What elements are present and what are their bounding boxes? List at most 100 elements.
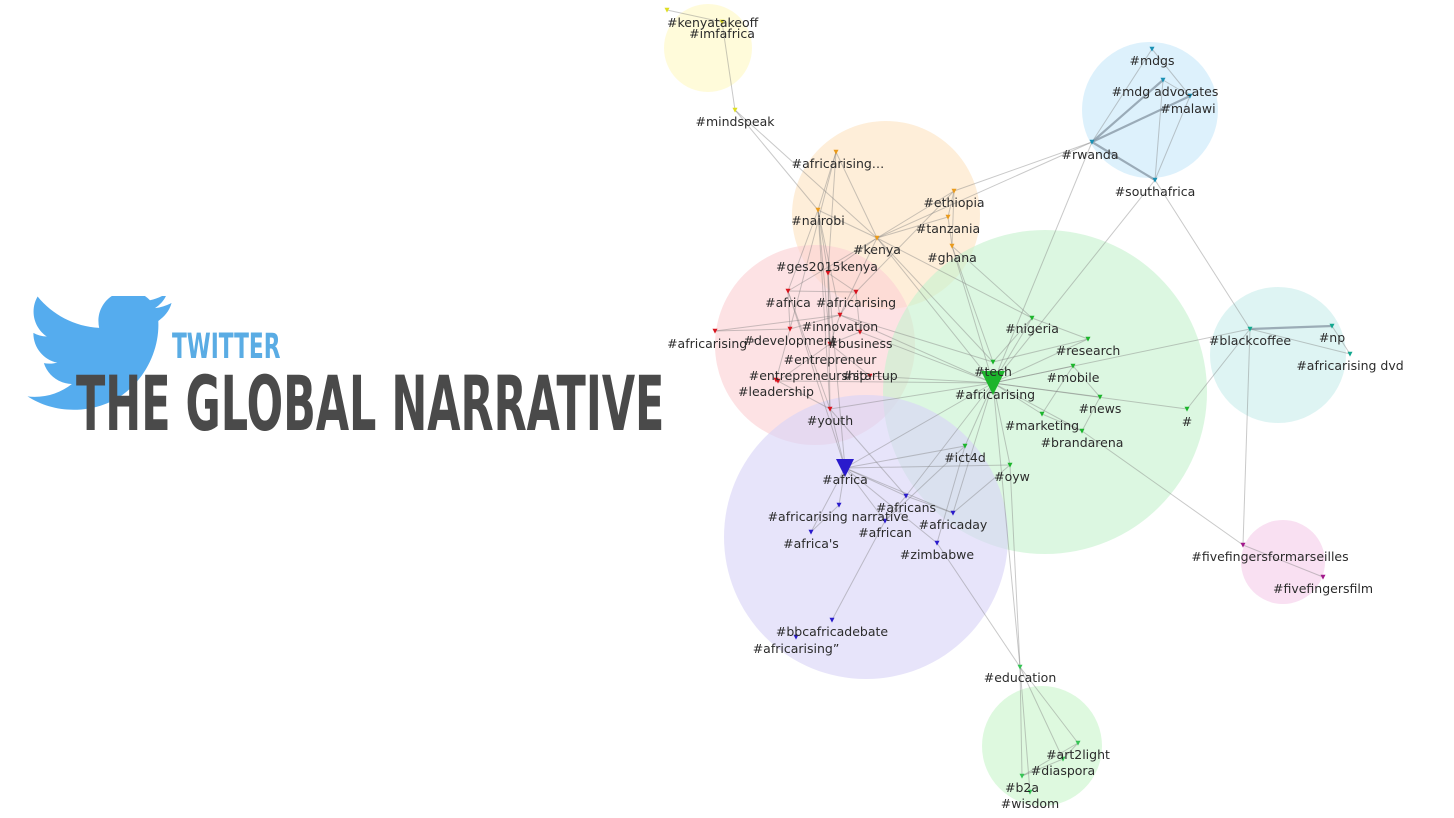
node-np[interactable] bbox=[1329, 323, 1335, 329]
edge-oyw-education bbox=[1009, 464, 1021, 668]
node-tech[interactable] bbox=[990, 359, 996, 365]
node-education[interactable] bbox=[1017, 664, 1023, 670]
node-label-mindspeak: #mindspeak bbox=[695, 114, 775, 129]
node-label-blackcoffee: #blackcoffee bbox=[1209, 333, 1291, 348]
node-mdgs[interactable] bbox=[1149, 46, 1155, 52]
edge-mdgadvocates-rwanda bbox=[1091, 79, 1164, 143]
node-kenyatakeoff[interactable] bbox=[664, 7, 670, 13]
node-entrepreneur[interactable] bbox=[827, 341, 833, 347]
node-label-ghana: #ghana bbox=[927, 250, 977, 265]
edge-mindspeak-nairobi bbox=[734, 109, 819, 211]
node-malawi[interactable] bbox=[1187, 93, 1193, 99]
edge-mdgadvocates-malawi bbox=[1162, 79, 1191, 97]
node-ges2015kenya[interactable] bbox=[825, 270, 831, 276]
node-startup[interactable] bbox=[867, 373, 873, 379]
node-label-africaday: #africaday bbox=[919, 517, 988, 532]
node-label-african: #african bbox=[858, 525, 912, 540]
node-kenya[interactable] bbox=[874, 235, 880, 241]
node-africarising_r[interactable] bbox=[853, 289, 859, 295]
node-africas[interactable] bbox=[808, 529, 814, 535]
cluster-yellow bbox=[664, 4, 752, 92]
edge-nairobi-entrepreneur bbox=[817, 209, 831, 345]
node-label-np: #np bbox=[1319, 330, 1345, 345]
node-fivefingersfilm[interactable] bbox=[1320, 574, 1326, 580]
edge-kenya-ethiopia bbox=[876, 190, 955, 239]
edge-ghana-nigeria bbox=[951, 245, 1033, 319]
node-ict4d[interactable] bbox=[962, 443, 968, 449]
edge-education-diaspora bbox=[1019, 666, 1064, 760]
edge-business-entrepreneur bbox=[829, 331, 861, 345]
edge-hash-africarising_g bbox=[992, 382, 1188, 410]
node-wisdom[interactable] bbox=[1027, 789, 1033, 795]
node-africaday[interactable] bbox=[950, 510, 956, 516]
node-youth[interactable] bbox=[827, 406, 833, 412]
node-label-africarising_dq: #africarising” bbox=[753, 641, 840, 656]
edge-ict4d-africa_p bbox=[844, 445, 966, 469]
edge-kenya-nigeria bbox=[876, 237, 1033, 319]
edge-marketing-africarising_g bbox=[992, 382, 1043, 415]
edge-ges2015kenya-youth bbox=[827, 272, 831, 410]
edge-news-africarising_g bbox=[992, 382, 1101, 398]
node-label-startup: #startup bbox=[842, 368, 898, 383]
node-business[interactable] bbox=[857, 329, 863, 335]
edge-african-bbcafricadebate bbox=[831, 520, 886, 621]
edge-africarising_ell-kenya bbox=[835, 151, 878, 239]
node-label-diaspora: #diaspora bbox=[1031, 763, 1095, 778]
node-label-africans: #africans bbox=[876, 500, 936, 515]
node-southafrica[interactable] bbox=[1152, 177, 1158, 183]
node-oyw[interactable] bbox=[1007, 462, 1013, 468]
node-tanzania[interactable] bbox=[945, 214, 951, 220]
node-nairobi[interactable] bbox=[815, 207, 821, 213]
node-brandarena[interactable] bbox=[1079, 428, 1085, 434]
node-b2a[interactable] bbox=[1019, 773, 1025, 779]
edge-fivefingersformarseilles-fivefingersfilm bbox=[1242, 544, 1324, 578]
edge-africa_r-africarising_r bbox=[787, 290, 857, 293]
node-label-africas: #africa's bbox=[783, 536, 839, 551]
node-ghana[interactable] bbox=[949, 243, 955, 249]
node-leadership[interactable] bbox=[773, 377, 779, 383]
edge-africa_p-zimbabwe bbox=[844, 467, 938, 544]
node-label-art2light: #art2light bbox=[1046, 747, 1110, 762]
node-hash[interactable] bbox=[1184, 406, 1190, 412]
node-african[interactable] bbox=[882, 518, 888, 524]
node-africarising_ell[interactable] bbox=[833, 149, 839, 155]
node-africa_p[interactable] bbox=[836, 459, 854, 477]
node-news[interactable] bbox=[1097, 394, 1103, 400]
node-label-kenya: #kenya bbox=[853, 242, 901, 257]
node-diaspora[interactable] bbox=[1060, 756, 1066, 762]
edge-blackcoffee-fivefingersformarseilles bbox=[1242, 328, 1251, 546]
node-africarisingnarrative[interactable] bbox=[836, 502, 842, 508]
node-africarisingdvd[interactable] bbox=[1347, 351, 1353, 357]
node-mdgadvocates[interactable] bbox=[1160, 77, 1166, 83]
node-mobile[interactable] bbox=[1070, 363, 1076, 369]
node-innovation[interactable] bbox=[837, 312, 843, 318]
node-bbcafricadebate[interactable] bbox=[829, 617, 835, 623]
node-africarising_q[interactable] bbox=[712, 328, 718, 334]
edge-africa_p-africas bbox=[810, 467, 846, 533]
node-africans[interactable] bbox=[903, 493, 909, 499]
node-africarising_g[interactable] bbox=[981, 371, 1005, 395]
node-label-tanzania: #tanzania bbox=[916, 221, 980, 236]
node-zimbabwe[interactable] bbox=[934, 540, 940, 546]
node-development[interactable] bbox=[787, 326, 793, 332]
node-art2light[interactable] bbox=[1075, 740, 1081, 746]
node-marketing[interactable] bbox=[1039, 411, 1045, 417]
node-label-ict4d: #ict4d bbox=[944, 450, 986, 465]
cluster-layer bbox=[664, 4, 1346, 806]
node-blackcoffee[interactable] bbox=[1247, 326, 1253, 332]
node-ethiopia[interactable] bbox=[951, 188, 957, 194]
node-africa_r[interactable] bbox=[785, 288, 791, 294]
edge-africarising_g-oyw bbox=[992, 382, 1011, 466]
node-research[interactable] bbox=[1085, 336, 1091, 342]
node-africarising_dq[interactable] bbox=[793, 634, 799, 640]
node-fivefingersformarseilles[interactable] bbox=[1240, 542, 1246, 548]
node-label-africarisingdvd: #africarising dvd bbox=[1296, 358, 1403, 373]
edge-kenya-innovation bbox=[839, 237, 878, 316]
node-mindspeak[interactable] bbox=[732, 107, 738, 113]
edge-africarising_r-business bbox=[855, 291, 861, 333]
edge-mdgs-rwanda bbox=[1091, 48, 1153, 143]
node-nigeria[interactable] bbox=[1029, 315, 1035, 321]
node-imfafrica[interactable] bbox=[719, 19, 725, 25]
node-label-mobile: #mobile bbox=[1047, 370, 1100, 385]
node-rwanda[interactable] bbox=[1089, 139, 1095, 145]
